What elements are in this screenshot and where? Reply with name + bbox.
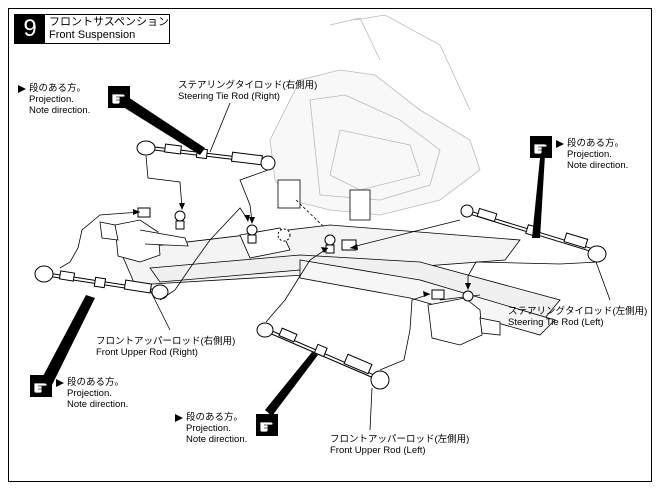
ball-studs: [137, 207, 474, 302]
chassis-outline: [99, 14, 561, 346]
right-triangle-arrow-icon: [18, 84, 26, 93]
projection-note-top-right: 段のある方。 Projection. Note direction.: [556, 138, 628, 171]
note-projection: Projection.: [29, 94, 74, 105]
step-number: 9: [15, 15, 45, 43]
tie-rod-right-label: ステアリングタイロッド(右側用) Steering Tie Rod (Right…: [178, 80, 317, 102]
direction-pointers: [42, 95, 545, 416]
tie-rod-right-jp: ステアリングタイロッド(右側用): [178, 80, 318, 91]
note-direction: Note direction.: [567, 160, 629, 171]
right-triangle-arrow-icon: [56, 378, 64, 387]
step-header: 9 フロントサスペンション Front Suspension: [14, 14, 170, 44]
arrowheads: [133, 203, 471, 297]
note-jp: 段のある方。: [29, 83, 87, 94]
note-jp: 段のある方。: [67, 377, 125, 388]
pointing-hand-icon: [256, 414, 278, 436]
note-direction: Note direction.: [186, 434, 248, 445]
upper-rod-left-en: Front Upper Rod (Left): [330, 445, 426, 456]
upper-rod-left: [256, 322, 390, 390]
upper-rod-left-jp: フロントアッパーロッド(左側用): [330, 434, 470, 445]
tie-rod-left-en: Steering Tie Rod (Left): [508, 317, 604, 328]
pointing-hand-icon: [108, 86, 130, 108]
note-projection: Projection.: [567, 149, 612, 160]
label-leaders: [149, 102, 611, 431]
projection-note-top-left: 段のある方。 Projection. Note direction.: [18, 83, 90, 116]
step-title-en: Front Suspension: [49, 29, 136, 41]
right-triangle-arrow-icon: [556, 139, 564, 148]
pointing-hand-icon: [530, 136, 552, 158]
note-direction: Note direction.: [29, 105, 91, 116]
tie-rod-right: [136, 140, 276, 171]
projection-note-bottom-center: 段のある方。 Projection. Note direction.: [175, 412, 247, 445]
upper-rod-right-label: フロントアッパーロッド(右側用) Front Upper Rod (Right): [96, 336, 235, 358]
upper-rod-right-jp: フロントアッパーロッド(右側用): [96, 336, 236, 347]
tie-rod-left-label: ステアリングタイロッド(左側用) Steering Tie Rod (Left): [508, 306, 647, 328]
right-triangle-arrow-icon: [175, 413, 183, 422]
tie-rod-left-jp: ステアリングタイロッド(左側用): [508, 306, 648, 317]
upper-rod-left-label: フロントアッパーロッド(左側用) Front Upper Rod (Left): [330, 434, 469, 456]
note-jp: 段のある方。: [567, 138, 625, 149]
note-projection: Projection.: [67, 388, 112, 399]
pointing-hand-icon: [30, 375, 52, 397]
projection-note-bottom-left: 段のある方。 Projection. Note direction.: [56, 377, 128, 410]
upper-rod-right: [34, 265, 169, 300]
step-title-jp: フロントサスペンション: [49, 16, 170, 28]
note-jp: 段のある方。: [186, 412, 244, 423]
note-direction: Note direction.: [67, 399, 129, 410]
note-projection: Projection.: [186, 423, 231, 434]
page-frame: [8, 8, 652, 482]
upper-rod-right-en: Front Upper Rod (Right): [96, 347, 198, 358]
tie-rod-right-en: Steering Tie Rod (Right): [178, 91, 280, 102]
